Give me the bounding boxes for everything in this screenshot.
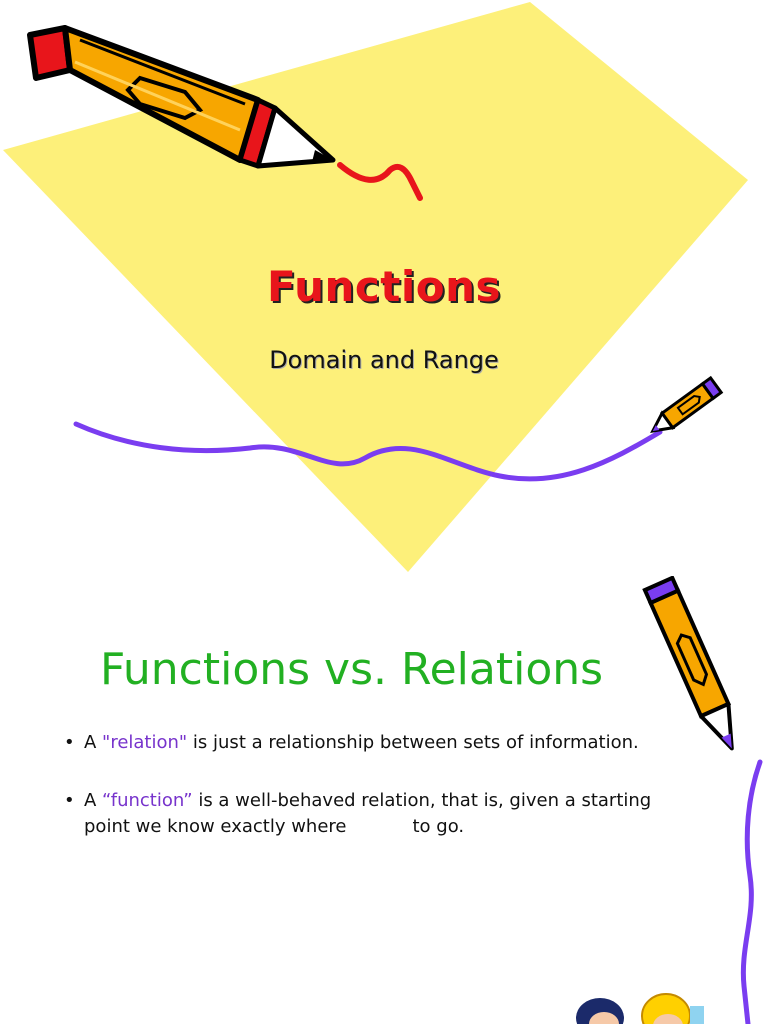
- small-pencil-icon: [650, 375, 724, 434]
- slide1-artwork: [3, 2, 748, 572]
- term-relation: "relation": [102, 732, 188, 753]
- purple-border-stroke: [740, 759, 763, 1024]
- slide-title: Functions: [266, 262, 502, 311]
- cartoon-kids-icon: [576, 993, 704, 1024]
- slide2-artwork: [576, 576, 763, 1024]
- purple-squiggle-stroke: [73, 421, 663, 482]
- bullet-marker: •: [64, 790, 75, 811]
- term-function: “function”: [102, 790, 193, 811]
- bullet-marker: •: [64, 732, 75, 753]
- large-pencil-icon: [27, 25, 336, 169]
- diagonal-pencil-icon: [642, 576, 734, 751]
- title-slide: Functions Domain and Range: [3, 2, 748, 572]
- yellow-diamond-shape: [3, 2, 748, 572]
- slide-subtitle: Domain and Range: [269, 346, 499, 374]
- slide-heading: Functions vs. Relations: [100, 644, 604, 695]
- content-slide: Functions vs. Relations • A "relation" i…: [0, 576, 768, 1024]
- red-scribble-stroke: [337, 162, 423, 201]
